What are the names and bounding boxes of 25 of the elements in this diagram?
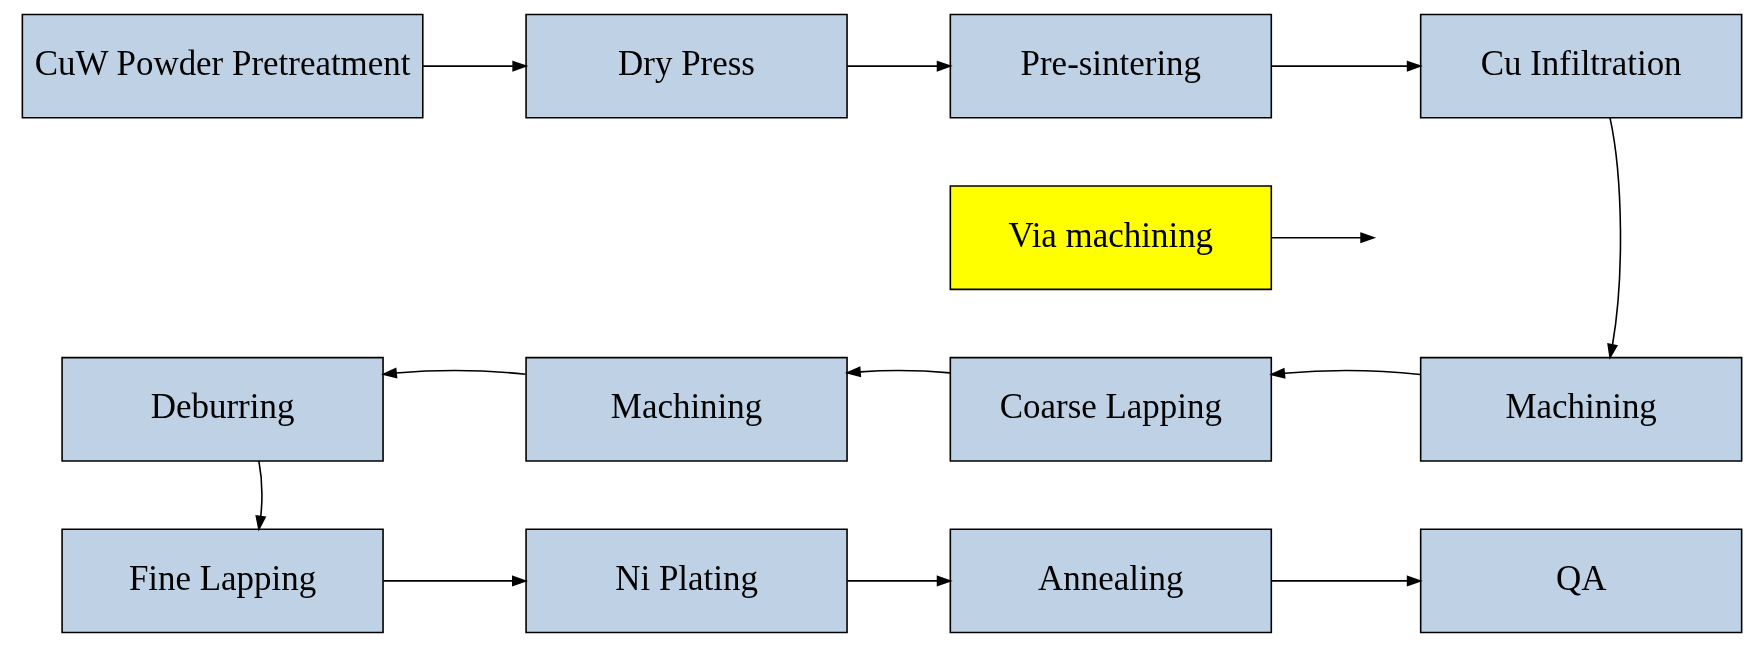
node-box: Pre-sintering bbox=[949, 13, 1272, 119]
arrow bbox=[846, 60, 953, 72]
arrow bbox=[254, 460, 266, 532]
arrow bbox=[1270, 232, 1376, 244]
node-box: Annealing bbox=[949, 528, 1272, 634]
arrow bbox=[421, 60, 528, 72]
node-box: Ni Plating bbox=[524, 528, 848, 634]
arrow bbox=[380, 367, 526, 379]
node-box: Fine Lapping bbox=[60, 528, 384, 634]
node-box: Via machining bbox=[949, 185, 1272, 291]
arrow bbox=[846, 575, 953, 587]
arrow bbox=[1270, 60, 1423, 72]
node-box: Machining bbox=[524, 356, 848, 462]
node-box: QA bbox=[1419, 528, 1742, 634]
arrow bbox=[1270, 575, 1423, 587]
node-box: Dry Press bbox=[524, 13, 848, 119]
node-box: Deburring bbox=[60, 356, 384, 462]
arrow bbox=[1268, 367, 1421, 379]
node-box: CuW Powder Pretreatment bbox=[21, 13, 424, 119]
node-box: Machining bbox=[1419, 356, 1742, 462]
node-box: Cu Infiltration bbox=[1419, 13, 1742, 119]
arrow bbox=[844, 366, 951, 378]
arrow bbox=[382, 575, 528, 587]
arrow bbox=[1606, 117, 1621, 360]
node-box: Coarse Lapping bbox=[949, 356, 1272, 462]
